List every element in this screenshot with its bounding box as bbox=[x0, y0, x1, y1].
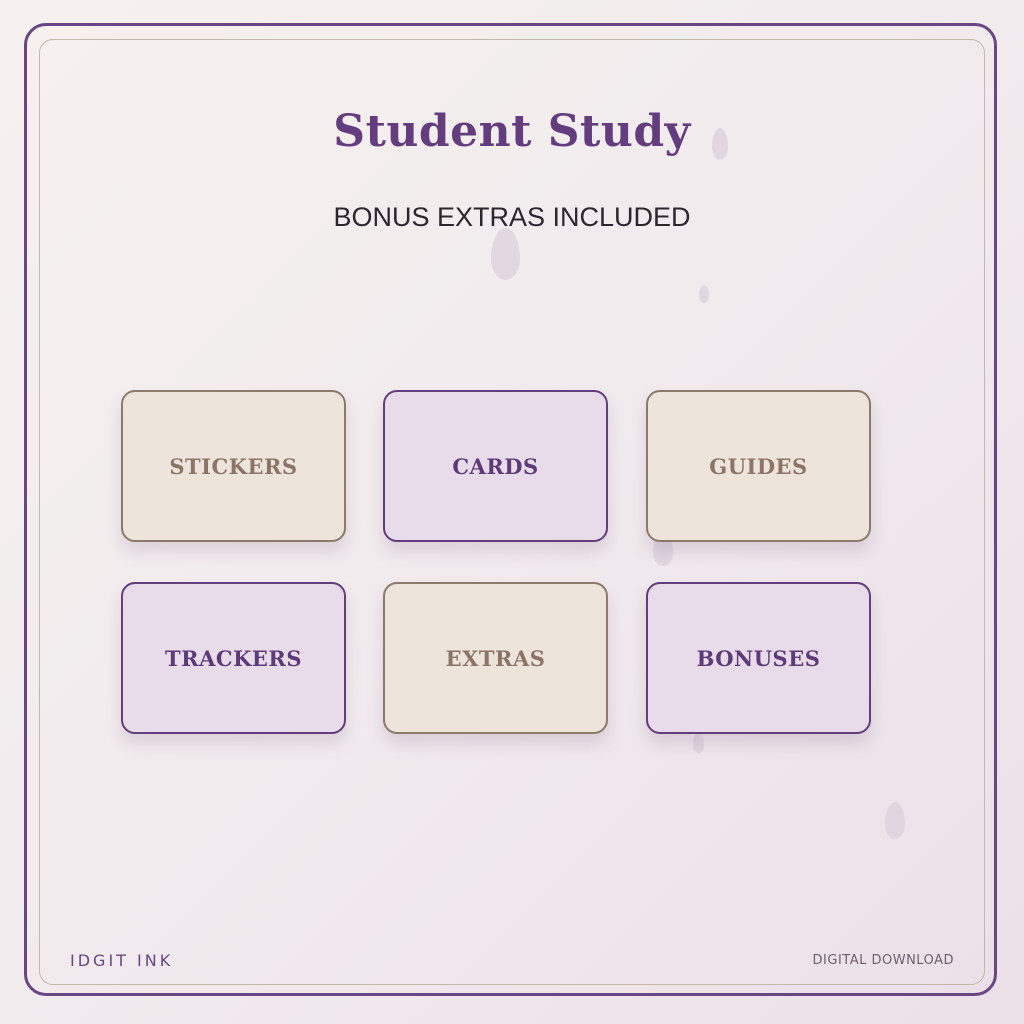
tile-bonuses[interactable]: BONUSES bbox=[646, 582, 871, 734]
tile-extras[interactable]: EXTRAS bbox=[383, 582, 608, 734]
leaf-decoration bbox=[885, 802, 905, 839]
outer-frame bbox=[24, 23, 997, 996]
leaf-decoration bbox=[699, 285, 709, 303]
tile-stickers[interactable]: STICKERS bbox=[121, 390, 346, 542]
leaf-decoration bbox=[693, 733, 704, 753]
tile-label: TRACKERS bbox=[165, 645, 302, 671]
page-title: Student Study bbox=[333, 106, 691, 157]
download-tag: DIGITAL DOWNLOAD bbox=[812, 953, 954, 968]
leaf-decoration bbox=[712, 128, 728, 160]
inner-frame bbox=[39, 39, 985, 985]
tile-label: CARDS bbox=[452, 453, 539, 479]
tile-label: EXTRAS bbox=[445, 645, 546, 671]
brand-name: IDGIT INK bbox=[70, 951, 174, 970]
tile-guides[interactable]: GUIDES bbox=[646, 390, 871, 542]
tile-trackers[interactable]: TRACKERS bbox=[121, 582, 346, 734]
tile-label: BONUSES bbox=[696, 645, 821, 671]
tile-cards[interactable]: CARDS bbox=[383, 390, 608, 542]
leaf-decoration bbox=[491, 228, 520, 280]
tile-label: GUIDES bbox=[709, 453, 808, 479]
tile-label: STICKERS bbox=[169, 453, 298, 479]
page-subtitle: BONUS EXTRAS INCLUDED bbox=[333, 202, 691, 232]
